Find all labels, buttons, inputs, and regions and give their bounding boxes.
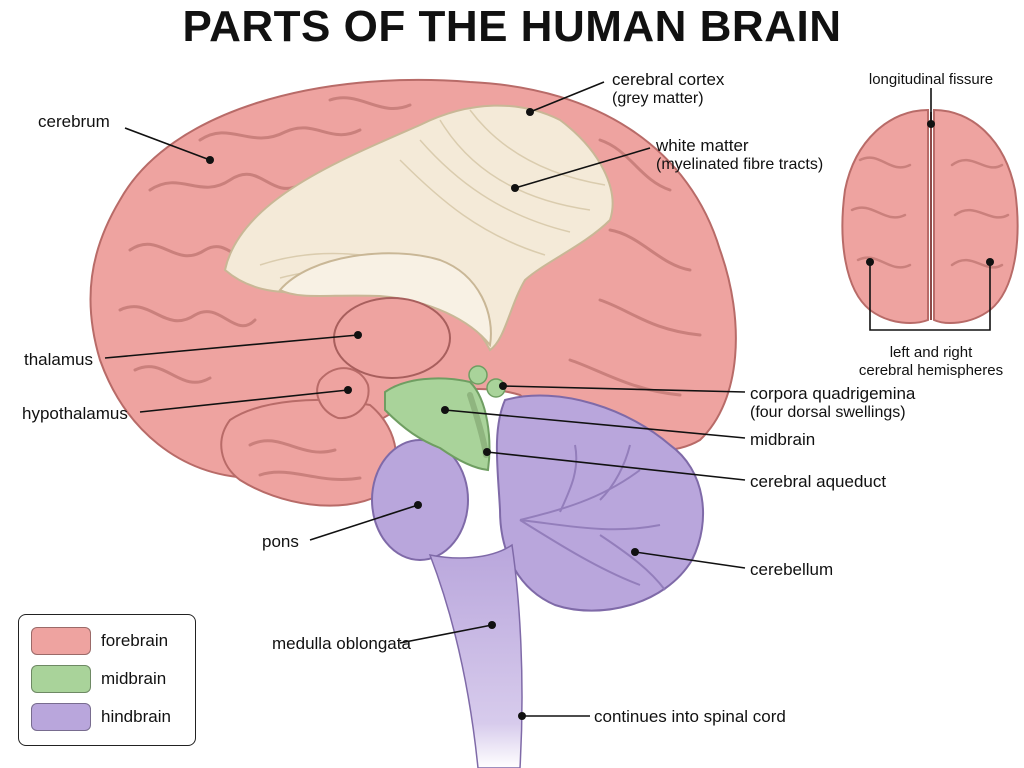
label-thalamus: thalamus [24,350,93,369]
legend-swatch-hindbrain [31,703,91,731]
label-cerebral-cortex-main: cerebral cortex [612,70,725,89]
label-spinal-cord: continues into spinal cord [594,707,786,726]
label-longitudinal-fissure: longitudinal fissure [868,71,994,88]
temporal-lobe-shape [220,399,397,507]
top-view-brain [841,108,1019,324]
label-cerebral-cortex-sub: (grey matter) [612,90,704,107]
label-corpora-quadrigemina: corpora quadrigemina (four dorsal swelli… [750,384,915,422]
legend-label-forebrain: forebrain [101,631,169,650]
legend-swatch-forebrain [31,627,91,655]
thalamus-shape [333,297,451,379]
legend-label-hindbrain: hindbrain [101,707,171,726]
label-hemispheres-line2: cerebral hemispheres [858,362,1004,379]
label-corpora-sub: (four dorsal swellings) [750,404,906,421]
label-pons: pons [262,532,299,551]
hypothalamus-shape [316,367,370,420]
label-hypothalamus: hypothalamus [22,404,128,423]
label-cerebrum: cerebrum [38,112,110,131]
label-hemispheres-line1: left and right [889,344,973,361]
leader-lines [104,81,991,717]
label-midbrain: midbrain [750,430,816,449]
label-white-matter: white matter (myelinated fibre tracts) [656,136,823,174]
legend-swatch-midbrain [31,665,91,693]
corpus-callosum [278,252,492,348]
label-white-matter-sub: (myelinated fibre tracts) [656,156,824,173]
corpora-quadrigemina-shape-1 [468,365,488,385]
legend-item-forebrain: forebrain [31,627,191,655]
label-cerebral-hemispheres: left and right cerebral hemispheres [846,344,1016,380]
cerebellum-shape [495,394,704,612]
label-medulla-oblongata: medulla oblongata [272,634,411,653]
legend-item-midbrain: midbrain [31,665,191,693]
legend-label-midbrain: midbrain [101,669,167,688]
legend-item-hindbrain: hindbrain [31,703,191,731]
leader-dots [206,108,994,720]
label-cerebral-aqueduct: cerebral aqueduct [750,472,887,491]
label-cerebellum: cerebellum [750,560,834,579]
midbrain-shape [384,377,491,472]
arbor-vitae [519,444,666,591]
pons-shape [371,439,469,561]
label-cerebral-cortex: cerebral cortex (grey matter) [612,70,724,108]
legend: forebrain midbrain hindbrain [18,614,196,746]
page-title: PARTS OF THE HUMAN BRAIN [182,2,842,51]
medulla-shape [428,543,523,768]
label-white-matter-main: white matter [656,136,749,155]
label-corpora-main: corpora quadrigemina [750,384,916,403]
